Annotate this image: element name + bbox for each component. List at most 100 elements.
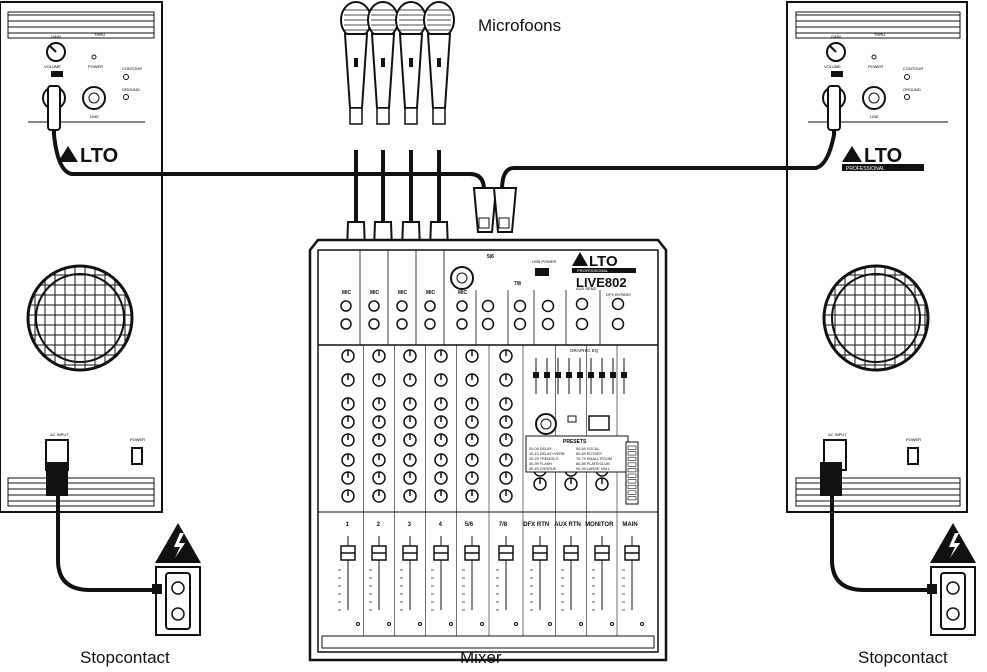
mic-switch bbox=[409, 58, 413, 67]
power-plug-left bbox=[46, 462, 68, 496]
preset-item: 90-99 LARGE HALL bbox=[576, 467, 610, 471]
svg-text:PROFESSIONAL: PROFESSIONAL bbox=[577, 268, 609, 273]
line-input-jack bbox=[369, 301, 379, 311]
mic-label: MIC bbox=[342, 290, 352, 296]
level-meter bbox=[626, 442, 638, 504]
mixer-label: Mixer bbox=[460, 648, 502, 668]
preset-item: 80-89 PLATE/CLUB bbox=[576, 462, 610, 466]
svg-text:USB POWER: USB POWER bbox=[532, 259, 557, 264]
power-switch-left bbox=[132, 448, 142, 464]
mic-switch bbox=[354, 58, 358, 67]
svg-text:LINE: LINE bbox=[90, 114, 99, 119]
eq-band-cap bbox=[544, 372, 550, 378]
mixer: LTO PROFESSIONAL LIVE802 USB POWER 5/6 7… bbox=[310, 240, 666, 660]
xlr-plug-right bbox=[828, 86, 840, 130]
jack bbox=[613, 319, 624, 330]
line-input-jack bbox=[341, 301, 351, 311]
vent-bottom-left bbox=[8, 478, 154, 506]
svg-text:GAIN: GAIN bbox=[831, 34, 841, 39]
mic-connector bbox=[433, 108, 445, 124]
eq-band-cap bbox=[599, 372, 605, 378]
eq-band-cap bbox=[621, 372, 627, 378]
channel-label: 5/6 bbox=[465, 522, 474, 528]
mic-connector bbox=[377, 108, 389, 124]
mic-connector bbox=[350, 108, 362, 124]
main-out-plugs bbox=[474, 188, 516, 232]
wall-outlet-left bbox=[152, 523, 201, 635]
jack bbox=[515, 301, 526, 312]
combo-jack-5-6 bbox=[451, 267, 473, 289]
jack bbox=[577, 299, 588, 310]
channel-label: MONITOR bbox=[585, 522, 614, 528]
mic-body bbox=[372, 34, 394, 108]
preset-item: 30-39 FLASH bbox=[529, 462, 552, 466]
dsp-display bbox=[589, 416, 609, 430]
mic-line-switch-right bbox=[831, 71, 843, 77]
usb-power-port bbox=[535, 268, 549, 276]
svg-text:AC INPUT: AC INPUT bbox=[50, 432, 69, 437]
svg-text:PROFESSIONAL: PROFESSIONAL bbox=[846, 166, 885, 172]
xlr-plug-left bbox=[48, 86, 60, 130]
graphic-eq bbox=[533, 358, 627, 394]
insert-jack bbox=[397, 319, 407, 329]
svg-text:LTO: LTO bbox=[80, 145, 118, 167]
insert-jack bbox=[457, 319, 467, 329]
mic-line-switch-left bbox=[51, 71, 63, 77]
svg-text:POWER: POWER bbox=[906, 437, 921, 442]
insert-jack bbox=[369, 319, 379, 329]
svg-text:VOLUME: VOLUME bbox=[824, 64, 841, 69]
jack bbox=[515, 319, 526, 330]
power-switch-right bbox=[908, 448, 918, 464]
mic-body bbox=[400, 34, 422, 108]
outlet-right-label: Stopcontact bbox=[858, 648, 948, 668]
preset-item: 10-19 DELAY+VERB bbox=[529, 452, 565, 456]
svg-text:5/6: 5/6 bbox=[487, 254, 494, 260]
outlet-left-label: Stopcontact bbox=[80, 648, 170, 668]
svg-text:POWER: POWER bbox=[130, 437, 145, 442]
channel-label: AUX RTN bbox=[554, 522, 581, 528]
jack bbox=[543, 319, 554, 330]
xlr-thru-right bbox=[863, 87, 885, 109]
cable-right-speaker bbox=[502, 108, 834, 190]
mic-switch bbox=[381, 58, 385, 67]
jack bbox=[483, 319, 494, 330]
eq-band-cap bbox=[610, 372, 616, 378]
mic-connector bbox=[405, 108, 417, 124]
preset-item: 60-69 ROTARY bbox=[576, 452, 603, 456]
jack bbox=[543, 301, 554, 312]
presets-title: PRESETS bbox=[563, 439, 587, 445]
jack bbox=[613, 299, 624, 310]
svg-text:THRU: THRU bbox=[94, 32, 105, 37]
insert-jack bbox=[341, 319, 351, 329]
woofer-grille-right bbox=[824, 266, 928, 370]
mic-label: MIC bbox=[370, 290, 380, 296]
wall-outlet-right bbox=[927, 523, 976, 635]
eq-band-cap bbox=[533, 372, 539, 378]
preset-item: 50-59 VOCAL bbox=[576, 447, 600, 451]
svg-text:AC INPUT: AC INPUT bbox=[828, 432, 847, 437]
mic-switch bbox=[437, 58, 441, 67]
jack bbox=[577, 319, 588, 330]
eq-band-cap bbox=[555, 372, 561, 378]
line-input-jack bbox=[397, 301, 407, 311]
preset-item: 20-29 TREMOLO bbox=[529, 457, 559, 461]
svg-text:POWER: POWER bbox=[868, 64, 883, 69]
speaker-left: GAIN VOLUME POWER CONTOUR GROUND THRU LI… bbox=[0, 2, 162, 512]
svg-text:LINE: LINE bbox=[870, 114, 879, 119]
jack bbox=[483, 301, 494, 312]
preset-item: 40-49 CHORUS bbox=[529, 467, 557, 471]
eq-band-cap bbox=[577, 372, 583, 378]
power-plug-right bbox=[820, 462, 842, 496]
svg-text:POWER: POWER bbox=[88, 64, 103, 69]
gain-label-left: GAIN bbox=[51, 34, 61, 39]
microphones-label: Microfoons bbox=[478, 16, 561, 36]
dsp-select-knob bbox=[536, 414, 556, 434]
svg-text:CONTOUR: CONTOUR bbox=[903, 66, 923, 71]
mic-label: MIC bbox=[398, 290, 408, 296]
svg-text:LTO: LTO bbox=[864, 145, 902, 167]
svg-text:AUX SEND: AUX SEND bbox=[576, 286, 597, 291]
volume-label-left: VOLUME bbox=[44, 64, 61, 69]
channel-label: 7/8 bbox=[499, 522, 508, 528]
svg-text:DFX BYPASS: DFX BYPASS bbox=[606, 292, 631, 297]
xlr-thru-left bbox=[83, 87, 105, 109]
